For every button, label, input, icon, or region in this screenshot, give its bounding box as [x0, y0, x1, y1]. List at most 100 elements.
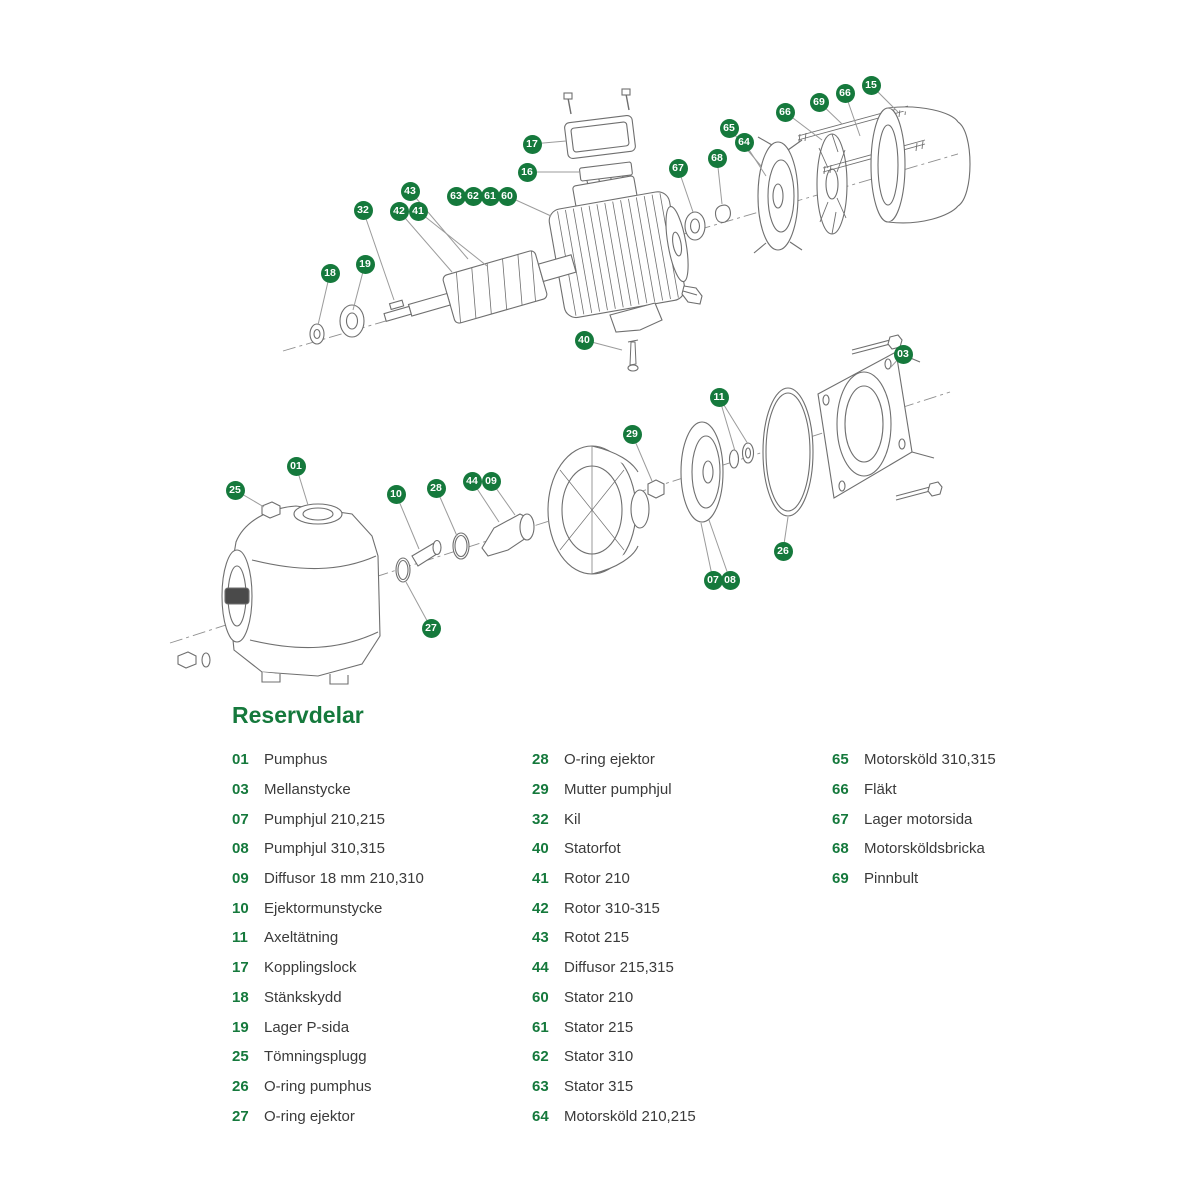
- splash-guard-art: [309, 323, 325, 345]
- part-number: 11: [232, 929, 248, 947]
- part-badge-18: 18: [320, 263, 340, 283]
- part-badge-10: 10: [386, 484, 406, 504]
- part-label: Stator 210: [564, 988, 634, 1006]
- part-label: Rotor 310-315: [564, 899, 660, 917]
- part-row: 27 O-ring ejektor: [232, 1101, 532, 1131]
- part-row: 67 Lager motorsida: [832, 804, 1132, 834]
- part-badge-69: 69: [809, 92, 829, 112]
- part-number: 68: [832, 840, 849, 858]
- part-row: 08 Pumphjul 310,315: [232, 834, 532, 864]
- part-number: 01: [232, 751, 249, 769]
- part-badge-41: 41: [408, 201, 428, 221]
- part-label: Pinnbult: [864, 870, 919, 888]
- part-badge-27: 27: [421, 618, 441, 638]
- part-badge-63: 63: [446, 186, 466, 206]
- part-number: 10: [232, 899, 249, 917]
- cable-gland-art: [681, 285, 703, 305]
- part-row: 10 Ejektormunstycke: [232, 893, 532, 923]
- parts-list-title: Reservdelar: [232, 702, 364, 728]
- bearing-p-side-art: [339, 304, 365, 338]
- part-number: 63: [532, 1077, 549, 1095]
- part-label: Stänkskydd: [264, 988, 342, 1006]
- part-label: O-ring ejektor: [564, 751, 655, 769]
- part-number: 66: [832, 781, 849, 799]
- part-label: Lager P-sida: [264, 1018, 350, 1036]
- part-label: Axeltätning: [264, 929, 339, 947]
- part-label: Lager motorsida: [864, 810, 973, 828]
- diffusor-horn-art: [547, 445, 650, 575]
- part-number: 40: [532, 840, 549, 858]
- part-number: 27: [232, 1107, 249, 1125]
- part-badge-03: 03: [893, 344, 913, 364]
- part-badge-42: 42: [389, 201, 409, 221]
- cover-screws-art: [563, 88, 631, 115]
- part-label: Pumphjul 310,315: [264, 840, 385, 858]
- part-number: 64: [532, 1107, 549, 1125]
- drain-plug-art: [261, 501, 281, 519]
- part-label: Stator 315: [564, 1077, 634, 1095]
- part-badge-17: 17: [522, 134, 542, 154]
- part-number: 25: [232, 1048, 249, 1066]
- part-badge-19: 19: [355, 254, 375, 274]
- shaft-seal-art: [728, 442, 755, 469]
- part-number: 67: [832, 810, 849, 828]
- part-number: 42: [532, 899, 549, 917]
- part-number: 44: [532, 959, 549, 977]
- part-label: Ejektormunstycke: [264, 899, 383, 917]
- part-label: O-ring ejektor: [264, 1107, 355, 1125]
- part-row: 63 Stator 315: [532, 1072, 832, 1102]
- part-row: 40 Statorfot: [532, 834, 832, 864]
- part-number: 19: [232, 1018, 249, 1036]
- part-label: Stator 310: [564, 1048, 634, 1066]
- stator-foot-art: [609, 302, 663, 372]
- small-diffusor-art: [481, 513, 535, 557]
- bearing-motor-side-art: [684, 211, 706, 241]
- ejector-nozzle-art: [411, 539, 442, 567]
- rotor-art: [383, 250, 577, 324]
- part-number: 28: [532, 751, 549, 769]
- part-badge-07: 07: [703, 570, 723, 590]
- part-label: Tömningsplugg: [264, 1048, 367, 1066]
- part-badge-09: 09: [481, 471, 501, 491]
- part-badge-68: 68: [707, 148, 727, 168]
- part-badge-62: 62: [463, 186, 483, 206]
- part-badge-01: 01: [286, 456, 306, 476]
- part-label: Mutter pumphjul: [564, 781, 672, 799]
- part-label: Kil: [564, 810, 581, 828]
- part-badge-61: 61: [480, 186, 500, 206]
- part-row: 42 Rotor 310-315: [532, 893, 832, 923]
- part-number: 09: [232, 870, 249, 888]
- part-label: Mellanstycke: [264, 781, 351, 799]
- part-label: Diffusor 18 mm 210,310: [264, 870, 424, 888]
- part-badge-65: 65: [719, 118, 739, 138]
- part-number: 43: [532, 929, 549, 947]
- part-label: Motorsköld 210,215: [564, 1107, 696, 1125]
- part-label: Stator 215: [564, 1018, 634, 1036]
- oring-ejector-art: [395, 557, 411, 583]
- part-number: 17: [232, 959, 249, 977]
- part-row: 64 Motorsköld 210,215: [532, 1101, 832, 1131]
- part-row: 11 Axeltätning: [232, 923, 532, 953]
- part-number: 08: [232, 840, 249, 858]
- key-art: [388, 299, 405, 311]
- upper-centerline: [282, 150, 969, 352]
- part-label: Statorfot: [564, 840, 621, 858]
- part-badge-60: 60: [497, 186, 517, 206]
- part-badge-26: 26: [773, 541, 793, 561]
